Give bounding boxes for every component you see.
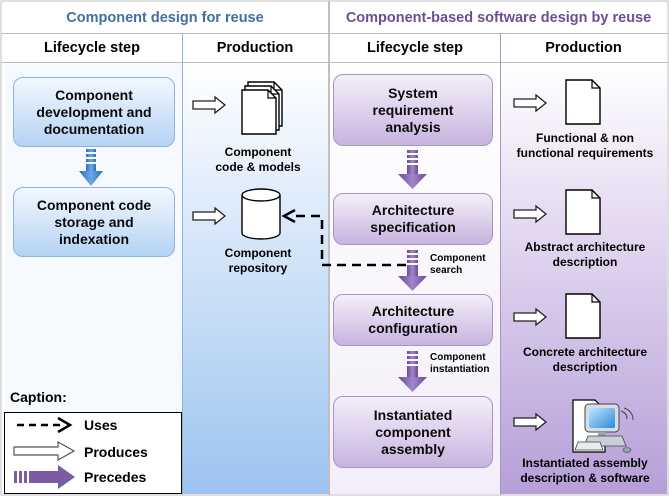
label-component-search: Component search	[430, 253, 486, 276]
produces-arrow-5	[513, 308, 547, 326]
database-cylinder-icon	[241, 188, 281, 240]
product-abstract-architecture: Abstract architecture description	[524, 240, 646, 269]
produces-arrow-6	[513, 413, 547, 431]
precedes-arrow-right-1	[398, 150, 427, 189]
right-section-title: Component-based software design by reuse	[345, 10, 652, 26]
step-system-requirement-analysis: System requirement analysis	[333, 74, 493, 146]
product-functional-requirements: Functional & non functional requirements	[516, 131, 654, 160]
caption-precedes-label: Precedes	[84, 469, 147, 485]
step-component-development: Component development and documentation	[13, 77, 175, 147]
left-section-title: Component design for reuse	[66, 10, 264, 26]
right-production-header: Production	[545, 40, 622, 56]
produces-arrow-3	[513, 94, 547, 112]
legend-produces-arrow-icon	[13, 440, 76, 462]
label-component-instantiation: Component instantiation	[430, 352, 490, 375]
product-concrete-architecture: Concrete architecture description	[522, 345, 648, 374]
legend-precedes-arrow-icon	[14, 465, 75, 489]
right-lifecycle-header: Lifecycle step	[367, 40, 463, 56]
precedes-arrow-right-2	[398, 250, 427, 291]
product-component-code-models: Component code & models	[215, 145, 301, 174]
computer-icon	[572, 399, 634, 453]
step-instantiated-component-assembly: Instantiated component assembly	[333, 396, 493, 468]
uses-arrow-repository	[281, 208, 406, 267]
product-instantiated-assembly: Instantiated assembly description & soft…	[520, 456, 650, 485]
product-component-repository: Component repository	[224, 246, 292, 275]
left-production-column-bg	[183, 63, 328, 494]
precedes-arrow-right-3	[398, 351, 427, 392]
left-lifecycle-header: Lifecycle step	[44, 40, 140, 56]
document-icon-concrete-architecture	[565, 293, 601, 339]
produces-arrow-4	[513, 205, 547, 223]
precedes-arrow-left	[79, 149, 103, 186]
stacked-documents-icon	[241, 81, 283, 135]
left-production-header: Production	[216, 40, 294, 56]
caption-uses-label: Uses	[84, 417, 118, 433]
document-icon-requirements	[565, 79, 601, 125]
caption-title: Caption:	[10, 389, 67, 405]
step-architecture-configuration: Architecture configuration	[333, 294, 493, 346]
legend-uses-arrow-icon	[17, 416, 73, 434]
produces-arrow-1	[192, 96, 226, 114]
caption-produces-label: Produces	[84, 444, 148, 460]
document-icon-abstract-architecture	[565, 189, 601, 235]
produces-arrow-2	[192, 207, 226, 225]
step-architecture-specification: Architecture specification	[333, 193, 493, 245]
step-component-storage: Component code storage and indexation	[13, 187, 175, 257]
